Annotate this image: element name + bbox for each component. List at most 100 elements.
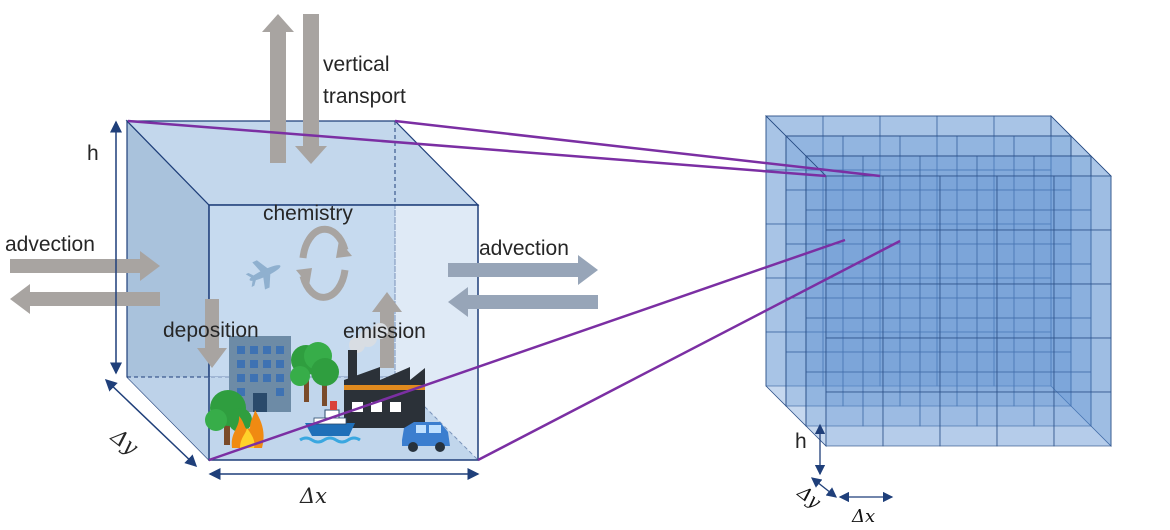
grid-cell — [993, 331, 1052, 387]
deposition-arrow — [197, 299, 227, 368]
model-grid-3d — [765, 115, 1112, 447]
grid-cell — [939, 283, 998, 339]
grid-cell — [879, 277, 938, 333]
grid-cell — [899, 297, 958, 353]
grid-cell — [1033, 371, 1092, 427]
grid-cell — [996, 175, 1055, 231]
label-height: h — [87, 142, 99, 165]
connector-line — [127, 119, 827, 178]
label-dy: Δy — [106, 423, 144, 460]
label-grid-dx: Δx — [851, 506, 875, 525]
arrow-right-out — [448, 255, 598, 285]
label-chemistry: chemistry — [263, 202, 353, 225]
factory-icon — [344, 323, 425, 428]
grid-cell — [976, 155, 1035, 211]
depth-dimension-arrow — [104, 378, 198, 468]
wildfire-icon — [231, 410, 264, 448]
grid-cell — [919, 371, 978, 427]
office-building-icon — [229, 336, 291, 412]
grid-cell — [1053, 337, 1112, 393]
grid-layer — [765, 115, 1072, 407]
grid-cell — [1033, 209, 1092, 265]
connector-lines — [127, 119, 901, 462]
connector-line — [394, 119, 881, 178]
grid-cell — [976, 209, 1035, 265]
grid-cell — [899, 189, 958, 245]
grid-cell — [879, 169, 938, 225]
grid-cell — [842, 297, 901, 353]
grid-cell — [936, 169, 995, 225]
grid-cell — [1053, 391, 1112, 447]
grid-cell — [956, 351, 1015, 407]
grid-depth-dimension-arrow — [810, 477, 838, 498]
label-deposition: deposition — [163, 319, 259, 342]
grid-cell — [785, 351, 844, 407]
grid-cell — [996, 391, 1055, 447]
grid-cell — [822, 169, 881, 225]
grid-cell — [919, 155, 978, 211]
grid-cell — [993, 223, 1052, 279]
arrow-down — [295, 14, 327, 164]
airplane-icon — [245, 260, 281, 290]
label-grid-height: h — [795, 430, 807, 453]
grid-cell — [842, 243, 901, 299]
grid-cell — [805, 263, 864, 319]
grid-cell — [1013, 297, 1072, 353]
advection-arrows-left — [10, 251, 160, 314]
grid-cell — [842, 351, 901, 407]
grid-cell — [996, 283, 1055, 339]
grid-layer-left-face — [785, 135, 807, 427]
grid-cell-box — [125, 119, 480, 462]
grid-cell — [899, 243, 958, 299]
grid-cell — [956, 243, 1015, 299]
grid-cell — [976, 371, 1035, 427]
grid-cell — [899, 135, 958, 191]
grid-cell — [765, 331, 824, 387]
grid-cell — [825, 337, 884, 393]
grid-cell — [862, 371, 921, 427]
grid-layer-left-face — [805, 155, 827, 447]
connector-line — [477, 239, 901, 462]
grid-layer-top-face — [765, 115, 1072, 137]
label-dx: Δx — [299, 484, 327, 508]
label-emission: emission — [343, 320, 426, 343]
grid-cell — [825, 391, 884, 447]
grid-cell — [879, 115, 938, 171]
grid-cell — [1033, 155, 1092, 211]
label-advection-left: advection — [5, 233, 95, 256]
tree-icon — [205, 390, 252, 445]
grid-cell — [939, 229, 998, 285]
grid-cell — [993, 169, 1052, 225]
grid-cell — [862, 317, 921, 373]
arrow-left-out — [10, 284, 160, 314]
tree-icon — [290, 342, 339, 406]
grid-cell — [936, 115, 995, 171]
grid-cell — [805, 317, 864, 373]
grid-cell — [1013, 351, 1072, 407]
grid-cell — [1053, 229, 1112, 285]
grid-cell — [882, 391, 941, 447]
grid-cell — [1033, 317, 1092, 373]
arrow-right-in — [10, 251, 160, 281]
rotation-cycle-icon — [296, 225, 352, 301]
label-grid-dy: Δy — [793, 481, 826, 513]
grid-cell — [785, 297, 844, 353]
vertical-transport-arrows — [262, 14, 327, 164]
grid-cell — [882, 175, 941, 231]
grid-cell — [1053, 283, 1112, 339]
label-vertical-transport-line1: vertical — [323, 53, 390, 76]
grid-cell — [822, 331, 881, 387]
grid-cell — [919, 317, 978, 373]
grid-cell — [842, 135, 901, 191]
grid-cell — [862, 155, 921, 211]
grid-cell — [842, 189, 901, 245]
grid-cell — [899, 351, 958, 407]
car-icon — [402, 422, 450, 452]
grid-cell — [939, 175, 998, 231]
grid-cell — [936, 223, 995, 279]
grid-cell — [882, 229, 941, 285]
grid-layer — [785, 135, 1092, 427]
grid-cell — [956, 297, 1015, 353]
grid-cell — [939, 337, 998, 393]
